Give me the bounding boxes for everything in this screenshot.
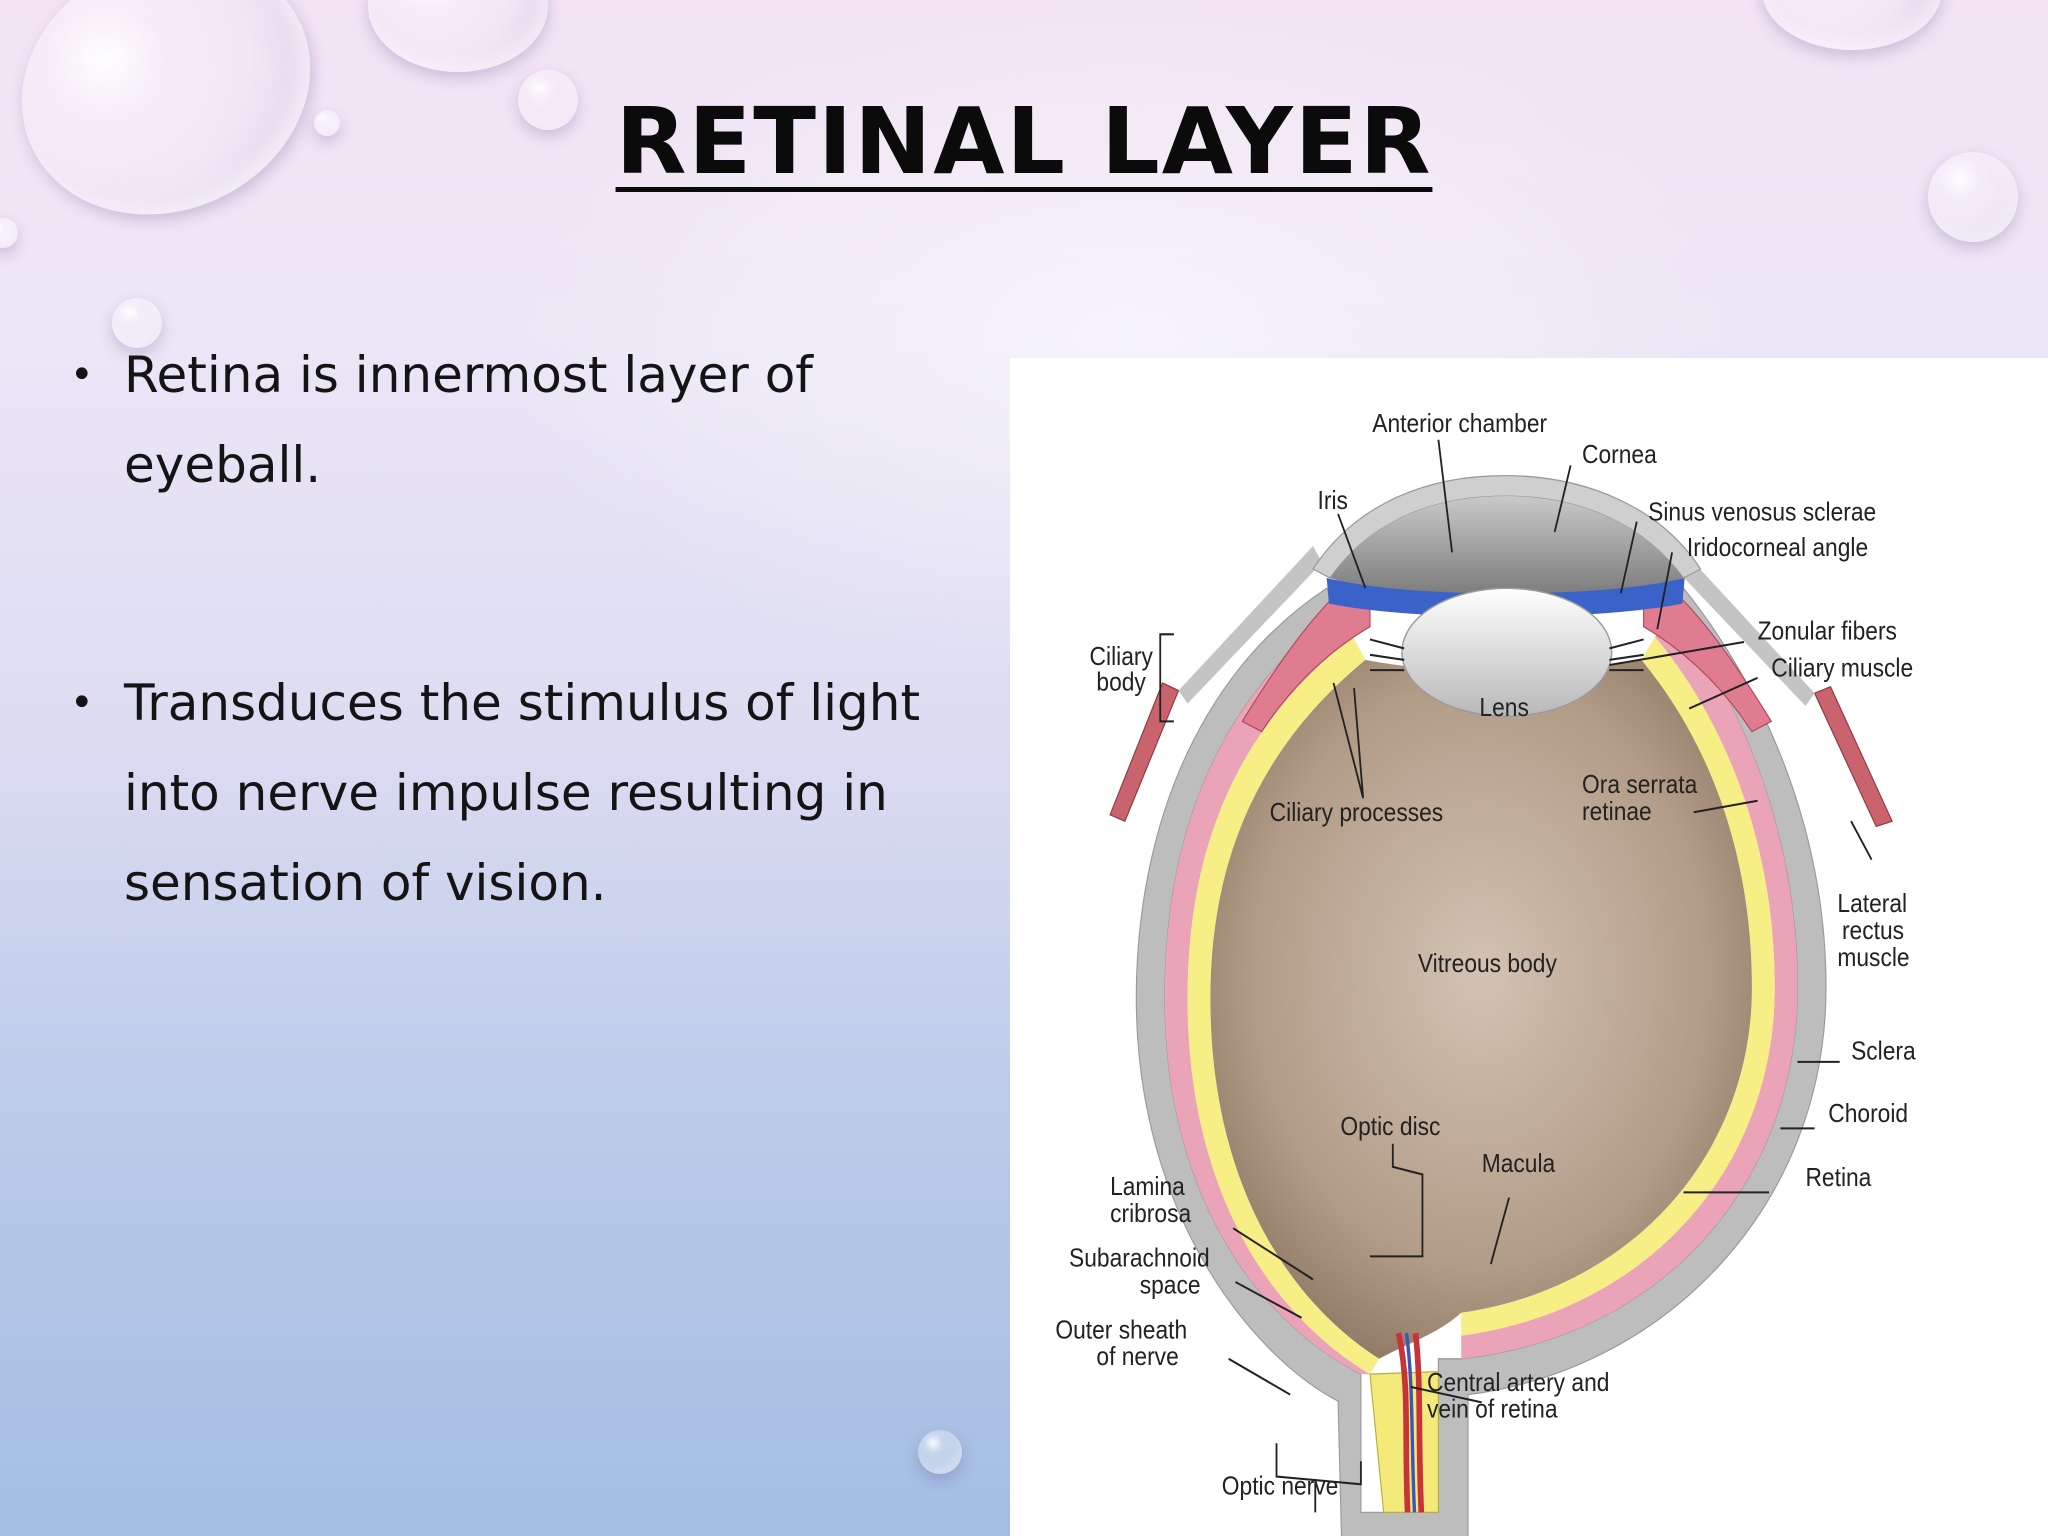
bubble-tiny-top bbox=[314, 110, 340, 136]
bubble-top-right bbox=[1762, 0, 1942, 50]
label-subarachnoid-space: space bbox=[1140, 1271, 1201, 1300]
bubble-right bbox=[1928, 152, 2018, 242]
bullet-dot-icon: • bbox=[70, 680, 94, 726]
right-ciliary-body bbox=[1643, 596, 1773, 733]
label-central-artery: Central artery and bbox=[1427, 1369, 1609, 1398]
bullet-text: Transduces the stimulus of light into ne… bbox=[124, 674, 921, 912]
eye-anatomy-figure: Anterior chamber Cornea Iris Sinus venos… bbox=[1010, 358, 2048, 1536]
label-ora-serrata: Ora serrata bbox=[1582, 771, 1698, 800]
vitreous-body-shape bbox=[1210, 659, 1752, 1359]
label-lateral-rectus: rectus bbox=[1842, 917, 1904, 946]
left-ciliary-body bbox=[1241, 596, 1371, 733]
label-ciliary-processes: Ciliary processes bbox=[1270, 799, 1444, 828]
right-rectus-muscle bbox=[1813, 686, 1893, 828]
diagram-labels: Anterior chamber Cornea Iris Sinus venos… bbox=[1055, 410, 1916, 1501]
bubble-bottom bbox=[918, 1430, 962, 1474]
eye-diagram: Anterior chamber Cornea Iris Sinus venos… bbox=[1055, 410, 1916, 1536]
bubble-small-top bbox=[518, 70, 578, 130]
anterior-chamber-shape bbox=[1330, 496, 1684, 602]
label-anterior-chamber: Anterior chamber bbox=[1372, 410, 1547, 439]
label-central-artery: vein of retina bbox=[1427, 1396, 1558, 1425]
label-subarachnoid-space: Subarachnoid bbox=[1069, 1244, 1210, 1273]
zonular-fibers-shape bbox=[1369, 638, 1644, 672]
slide-title: RETINAL LAYER bbox=[0, 88, 2048, 195]
label-iridocorneal-angle: Iridocorneal angle bbox=[1687, 534, 1868, 563]
bullet-text: Retina is innermost layer of eyeball. bbox=[124, 346, 813, 494]
slide-title-text: RETINAL LAYER bbox=[615, 88, 1433, 195]
label-zonular-fibers: Zonular fibers bbox=[1758, 617, 1897, 646]
label-ciliary-body: body bbox=[1096, 668, 1146, 697]
label-ciliary-body: Ciliary bbox=[1090, 643, 1154, 672]
bubble-left-edge bbox=[0, 218, 18, 248]
label-choroid: Choroid bbox=[1828, 1100, 1908, 1129]
label-iris: Iris bbox=[1318, 487, 1348, 516]
bullet-item: • Transduces the stimulus of light into … bbox=[70, 658, 1010, 928]
label-lateral-rectus: muscle bbox=[1837, 944, 1909, 973]
left-rectus-muscle bbox=[1109, 682, 1180, 823]
leader-lines bbox=[1159, 439, 1873, 1513]
label-sclera: Sclera bbox=[1851, 1037, 1916, 1066]
label-ciliary-muscle: Ciliary muscle bbox=[1771, 654, 1913, 683]
central-vein bbox=[1404, 1332, 1417, 1513]
label-sinus-venosus-sclerae: Sinus venosus sclerae bbox=[1648, 498, 1876, 527]
label-macula: Macula bbox=[1482, 1150, 1556, 1179]
label-ora-serrata: retinae bbox=[1582, 798, 1652, 827]
bubble-near-bullet bbox=[112, 298, 162, 348]
label-vitreous-body: Vitreous body bbox=[1418, 950, 1558, 979]
central-vessels bbox=[1395, 1332, 1425, 1513]
label-lateral-rectus: Lateral bbox=[1837, 890, 1907, 919]
label-lamina-cribrosa: cribrosa bbox=[1110, 1200, 1192, 1229]
left-tendon bbox=[1178, 546, 1323, 704]
lens-shape bbox=[1401, 587, 1613, 718]
bullet-list: • Retina is innermost layer of eyeball. … bbox=[70, 330, 1010, 928]
label-optic-nerve: Optic nerve bbox=[1222, 1472, 1339, 1501]
label-optic-disc: Optic disc bbox=[1340, 1113, 1440, 1142]
label-lamina-cribrosa: Lamina bbox=[1110, 1173, 1185, 1202]
right-tendon bbox=[1673, 549, 1815, 706]
label-cornea: Cornea bbox=[1582, 441, 1657, 470]
bullet-item: • Retina is innermost layer of eyeball. bbox=[70, 330, 1010, 510]
label-lens: Lens bbox=[1479, 694, 1528, 723]
bubble-top bbox=[368, 0, 548, 72]
label-outer-sheath: of nerve bbox=[1096, 1343, 1178, 1372]
bullet-dot-icon: • bbox=[70, 352, 94, 398]
label-outer-sheath: Outer sheath bbox=[1055, 1316, 1187, 1345]
label-retina: Retina bbox=[1805, 1164, 1871, 1193]
